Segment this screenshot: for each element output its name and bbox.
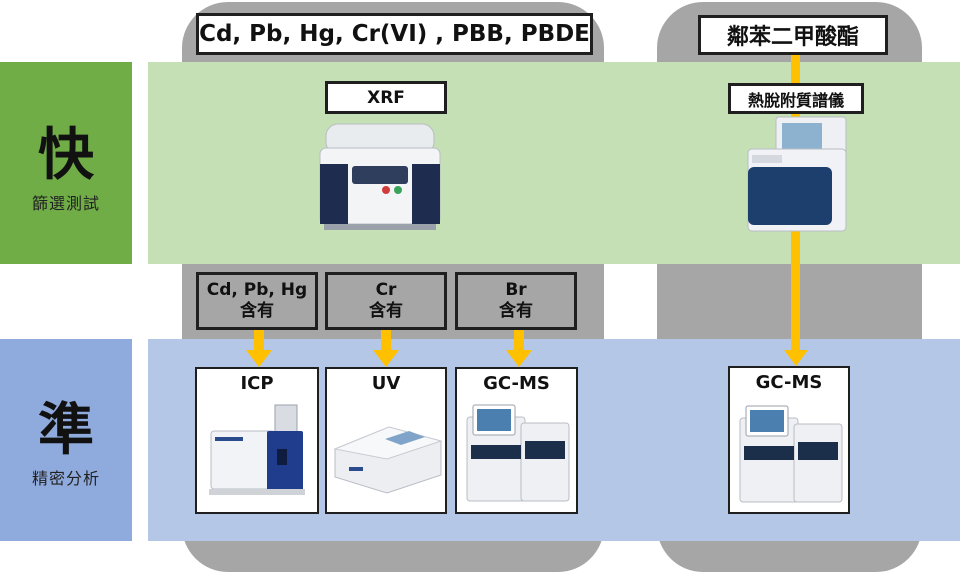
contains-cr-box: Cr 含有 xyxy=(325,272,447,330)
gc-ms-right-image xyxy=(739,405,843,503)
gcms-left-label: GC-MS xyxy=(483,373,550,394)
uv-label: UV xyxy=(371,373,401,394)
icp-label: ICP xyxy=(240,373,274,394)
gcms-box-right: GC-MS xyxy=(728,366,850,514)
contains-br-box: Br 含有 xyxy=(455,272,577,330)
contains-cd-pb-hg-box: Cd, Pb, Hg 含有 xyxy=(196,272,318,330)
phthalates-box: 鄰苯二甲酸酯 xyxy=(698,15,888,55)
contains-br-line1: Br xyxy=(505,280,527,300)
gcms-right-label: GC-MS xyxy=(755,372,823,393)
gc-ms-left-image xyxy=(466,404,570,502)
thermal-desorption-label-box: 熱脫附質譜儀 xyxy=(728,83,864,114)
phthalates-flow-line xyxy=(791,112,800,352)
icp-box: ICP xyxy=(195,367,319,514)
fast-label-panel: 快 篩選測試 xyxy=(0,62,132,264)
contains-br-line2: 含有 xyxy=(499,301,533,321)
uv-spectrophotometer-image xyxy=(333,426,443,494)
contains-cd-pb-hg-line2: 含有 xyxy=(240,301,274,321)
contains-cr-line1: Cr xyxy=(375,280,397,300)
arrow-to-uv xyxy=(373,330,399,367)
fast-char: 快 xyxy=(38,123,94,188)
contains-cr-line2: 含有 xyxy=(369,301,403,321)
phthalates-flow-arrowhead xyxy=(784,350,808,366)
phthalates-flow-line-top xyxy=(791,55,800,83)
contains-cd-pb-hg-line1: Cd, Pb, Hg xyxy=(206,280,308,300)
arrow-to-gcms xyxy=(506,330,532,367)
uv-box: UV xyxy=(325,367,447,514)
precise-char: 準 xyxy=(38,398,94,463)
xrf-analyzer-image xyxy=(319,123,441,230)
icp-spectrometer-image xyxy=(209,404,305,495)
precise-label-panel: 準 精密分析 xyxy=(0,339,132,541)
precise-subtitle: 精密分析 xyxy=(31,469,100,488)
gcms-box-left: GC-MS xyxy=(455,367,578,514)
arrow-to-icp xyxy=(246,330,272,367)
fast-subtitle: 篩選測試 xyxy=(31,194,100,213)
thermal-desorption-ms-image xyxy=(747,116,847,232)
xrf-label-box: XRF xyxy=(325,81,447,114)
restricted-substances-box: Cd, Pb, Hg, Cr(VI) , PBB, PBDE xyxy=(196,13,593,55)
